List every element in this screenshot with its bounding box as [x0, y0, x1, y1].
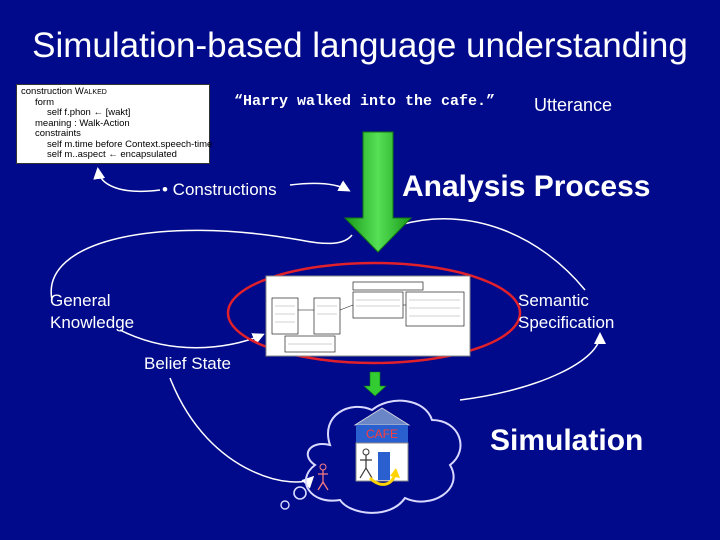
belief-state-label: Belief State	[144, 354, 231, 373]
construction-line-7: self m..aspect ← encapsulated	[47, 149, 177, 160]
belief-to-simulation-curve	[169, 377, 315, 489]
knowledge-to-semspec-curve	[119, 329, 265, 349]
person-icon	[317, 463, 329, 491]
semantic-spec-line-2: Specification	[518, 313, 615, 332]
construction-line-3: self f.phon ← [wakt]	[47, 107, 131, 118]
analysis-down-arrow	[343, 131, 413, 253]
construction-definition-box: construction Walked form self f.phon ← […	[16, 84, 213, 164]
general-knowledge-label: General Knowledge	[50, 290, 134, 334]
cafe-house-icon	[353, 407, 411, 482]
semantic-spec-line-1: Semantic	[518, 291, 589, 310]
construction-line-6: self m.time before Context.speech-time	[47, 138, 213, 150]
analysis-process-label: Analysis Process	[402, 170, 651, 203]
walking-person-icon	[359, 448, 373, 479]
construction-line-1: construction Walked	[21, 86, 107, 97]
simulation-cloud	[280, 399, 462, 514]
slide-title: Simulation-based language understanding	[32, 26, 688, 65]
analysis-right-curve	[399, 218, 586, 291]
knowledge-to-analysis-curve	[50, 229, 353, 301]
constructions-to-box-arrow	[93, 167, 161, 192]
utterance-label: Utterance	[534, 95, 613, 115]
cafe-sign-label: CAFE	[365, 427, 398, 441]
constructions-to-analysis-arrow	[289, 180, 351, 192]
semspec-ellipse	[226, 261, 522, 365]
construction-line-2: form	[35, 96, 54, 108]
construction-line-5: constraints	[35, 128, 81, 139]
semspec-diagram-thumbnail	[265, 275, 471, 357]
enter-motion-arrowhead	[390, 468, 400, 478]
general-knowledge-line-1: General	[50, 291, 111, 310]
simulation-to-semspec-curve	[459, 332, 606, 401]
simulation-label: Simulation	[490, 424, 644, 457]
semspec-to-simulation-arrow	[363, 371, 387, 397]
general-knowledge-line-2: Knowledge	[50, 313, 135, 332]
constructions-label: • Constructions	[162, 180, 277, 199]
semantic-specification-label: Semantic Specification	[518, 290, 614, 334]
utterance-text: “Harry walked into the cafe.”	[234, 93, 496, 110]
construction-line-4: meaning : Walk-Action	[35, 117, 130, 129]
